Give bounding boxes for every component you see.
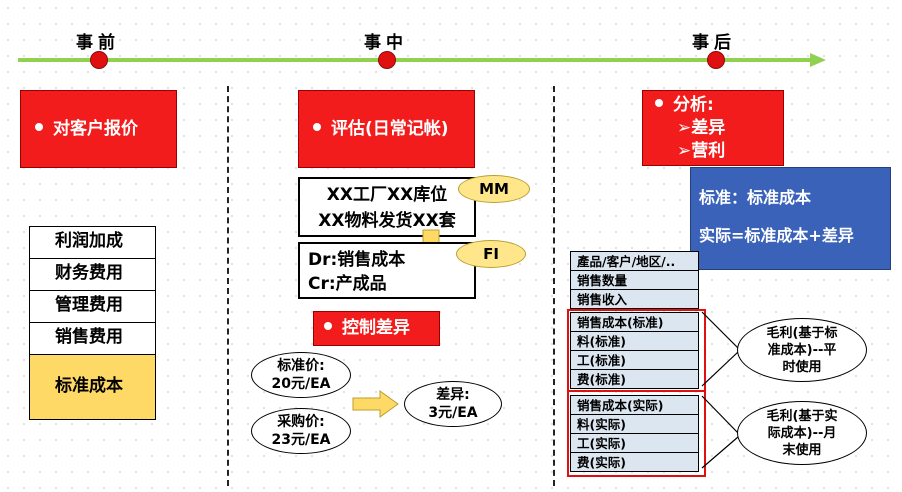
right-arrow-icon xyxy=(352,390,399,418)
bullet-icon xyxy=(313,123,321,131)
actual-cost-highlight xyxy=(567,390,706,477)
variance-line: 3元/EA xyxy=(428,405,478,421)
cost-stack-item: 销售费用 xyxy=(29,322,156,355)
bullet-icon xyxy=(655,99,663,107)
gross-std-line: 准成本)--平 xyxy=(767,343,837,358)
mm-box-line: XX工厂XX库位 xyxy=(326,185,448,205)
gross-std-line: 毛利(基于标 xyxy=(766,326,838,341)
variance-line: 差异: xyxy=(436,387,470,403)
standard-cost-highlight xyxy=(567,309,706,392)
table-row: 產品/客户/地区/.. xyxy=(570,251,699,271)
timeline-dot-during xyxy=(378,51,396,69)
table-row: 费(标准) xyxy=(570,369,699,389)
purchase-price-line: 采购价: xyxy=(277,414,325,430)
timeline-dot-after xyxy=(707,51,725,69)
timeline-dot-before xyxy=(90,51,108,69)
fi-box: Dr:销售成本 Cr:产成品 xyxy=(298,242,476,299)
analysis-title: 分析: xyxy=(673,95,714,115)
table-row: 费(实际) xyxy=(570,452,699,472)
fi-box-line: Cr:产成品 xyxy=(308,274,387,294)
fi-box-line: Dr:销售成本 xyxy=(308,250,406,270)
gross-actual-ellipse: 毛利(基于实 际成本)--月 末使用 xyxy=(737,401,867,465)
divider-1 xyxy=(227,86,229,486)
mm-box: XX工厂XX库位 XX物料发货XX套 xyxy=(298,177,476,237)
cost-stack-item: 管理费用 xyxy=(29,290,156,323)
phase-label-before: 事前 xyxy=(76,33,120,53)
bullet-icon xyxy=(35,123,43,131)
gross-actual-line: 末使用 xyxy=(782,443,822,458)
table-row: 销售收入 xyxy=(570,289,699,309)
analysis-item: ➢营利 xyxy=(677,141,726,161)
gross-std-line: 时使用 xyxy=(782,360,822,375)
std-price-line: 20元/EA xyxy=(271,376,331,392)
analysis-table: 產品/客户/地区/.. 销售数量 销售收入 销售成本(标准) 料(标准) 工(标… xyxy=(570,251,699,472)
std-price-line: 标准价: xyxy=(277,358,325,374)
std-price-ellipse: 标准价: 20元/EA xyxy=(251,352,351,398)
purchase-price-line: 23元/EA xyxy=(271,432,331,448)
mm-tag: MM xyxy=(458,175,530,203)
phase-label-during: 事中 xyxy=(364,33,408,53)
phase-label-after: 事后 xyxy=(692,33,736,53)
gross-actual-line: 际成本)--月 xyxy=(767,426,837,441)
table-row: 销售数量 xyxy=(570,270,699,290)
mm-box-line: XX物料发货XX套 xyxy=(318,211,456,231)
eval-box: 评估(日常记帐) xyxy=(298,90,475,168)
blue-box: 标准：标准成本 实际=标准成本+差异 xyxy=(690,167,891,270)
eval-box-label: 评估(日常记帐) xyxy=(331,119,449,139)
blue-box-line: 实际=标准成本+差异 xyxy=(699,226,854,245)
blue-box-line: 标准：标准成本 xyxy=(699,188,812,207)
connector-lines xyxy=(701,311,739,469)
cost-stack-item: 利润加成 xyxy=(29,226,156,259)
control-box-label: 控制差异 xyxy=(342,318,410,338)
quote-box-label: 对客户报价 xyxy=(53,119,138,139)
table-row: 销售成本(标准) xyxy=(570,312,699,332)
control-box: 控制差异 xyxy=(313,311,440,346)
analysis-box: 分析: ➢差异 ➢营利 xyxy=(642,90,784,166)
timeline xyxy=(18,53,826,67)
variance-ellipse: 差异: 3元/EA xyxy=(404,381,502,427)
analysis-item: ➢差异 xyxy=(677,118,726,138)
cost-stack: 利润加成 财务费用 管理费用 销售费用 标准成本 xyxy=(29,226,156,420)
cost-stack-item-standard: 标准成本 xyxy=(29,354,156,420)
divider-2 xyxy=(553,86,555,486)
bullet-icon xyxy=(324,322,332,330)
gross-std-ellipse: 毛利(基于标 准成本)--平 时使用 xyxy=(737,318,867,382)
purchase-price-ellipse: 采购价: 23元/EA xyxy=(251,408,351,454)
cost-stack-item: 财务费用 xyxy=(29,258,156,291)
table-row: 销售成本(实际) xyxy=(570,395,699,415)
fi-tag: FI xyxy=(456,240,526,268)
gross-actual-line: 毛利(基于实 xyxy=(766,409,838,424)
quote-box: 对客户报价 xyxy=(20,90,177,168)
